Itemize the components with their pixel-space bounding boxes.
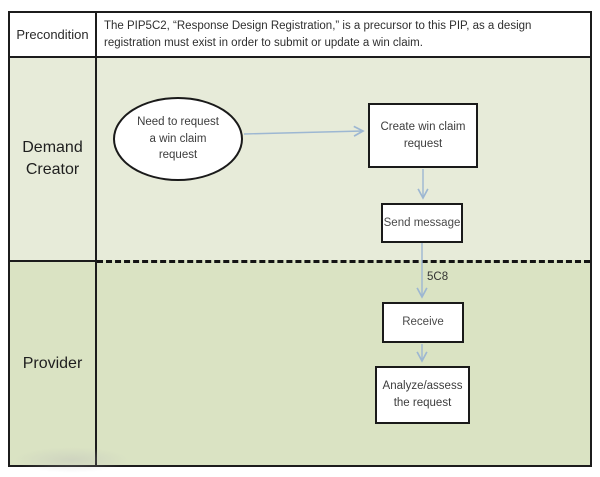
start-event-text: Need to request a win claim request [137,115,219,162]
message-label-5c8: 5C8 [427,271,449,283]
task-send-message: Send message [381,203,463,243]
lane-provider [97,260,590,465]
provider-label: Provider [22,354,83,372]
lane-label-provider: Provider [10,260,97,465]
start-event-ellipse: Need to request a win claim request [113,97,243,181]
precondition-text: The PIP5C2, “Response Design Registratio… [104,20,532,50]
task-receive: Receive [382,302,464,343]
task-analyze-request-text: Analyze/assess the request [382,380,463,409]
task-create-win-claim-text: Create win claim request [380,120,466,150]
precondition-label: Precondition [16,27,89,42]
task-send-message-text: Send message [383,216,461,229]
faint-watermark [14,447,129,473]
swimlane-table: Precondition The PIP5C2, “Response Desig… [8,11,592,467]
precondition-text-cell: The PIP5C2, “Response Design Registratio… [97,13,590,58]
lane-label-demand-creator: Demand Creator [10,58,97,260]
demand-creator-label: Demand Creator [22,139,83,178]
precondition-header-cell: Precondition [10,13,97,58]
task-analyze-request: Analyze/assess the request [375,366,470,424]
task-receive-text: Receive [402,316,444,329]
task-create-win-claim: Create win claim request [368,103,478,168]
